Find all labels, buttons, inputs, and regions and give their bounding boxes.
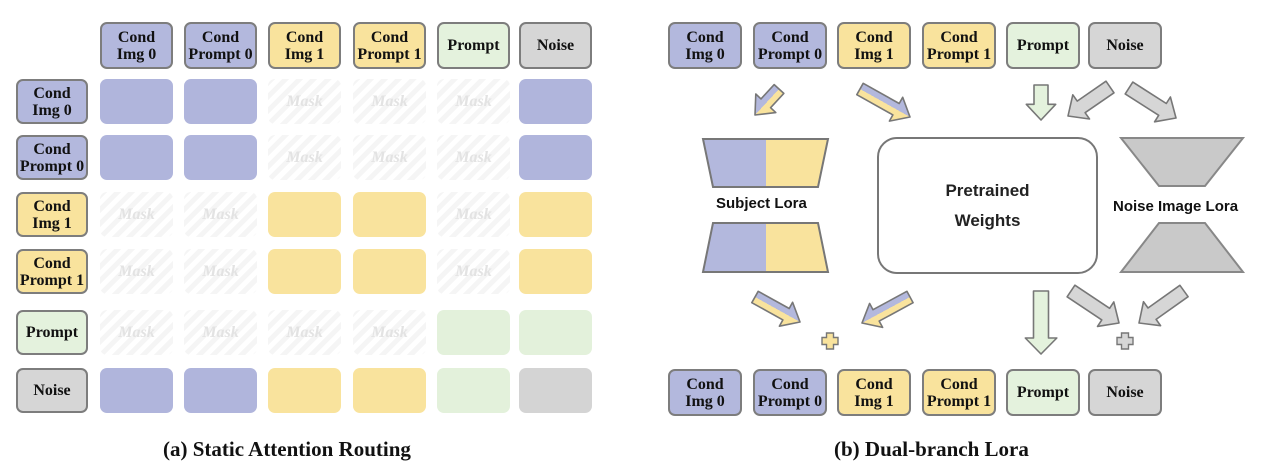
- mask-cell: Mask: [437, 135, 510, 180]
- attention-cell: [184, 79, 257, 124]
- attention-cell: [519, 368, 592, 413]
- col-header-cond-prompt-1: Cond Prompt 1: [353, 22, 426, 69]
- noise-lora-up: [1118, 222, 1246, 273]
- top-token-prompt: Prompt: [1006, 22, 1080, 69]
- noise-image-lora-label: Noise Image Lora: [1113, 198, 1239, 215]
- arrow-prompt-to-pretrained: [1025, 84, 1057, 121]
- arrow-subject-lora-to-plus: [750, 290, 801, 328]
- mask-cell: Mask: [100, 310, 173, 355]
- arrow-pretrained-to-noise-plus: [1066, 284, 1120, 328]
- bottom-token-cond-prompt-1: Cond Prompt 1: [922, 369, 996, 416]
- bottom-token-noise: Noise: [1088, 369, 1162, 416]
- mask-cell: Mask: [268, 135, 341, 180]
- top-token-cond-prompt-0: Cond Prompt 0: [753, 22, 827, 69]
- pretrained-weights-box: Pretrained Weights: [877, 137, 1098, 274]
- attention-cell: [519, 249, 592, 294]
- col-header-prompt: Prompt: [437, 22, 510, 69]
- mask-cell: Mask: [353, 79, 426, 124]
- subject-lora-up-outline: [701, 222, 830, 273]
- attention-cell: [353, 249, 426, 294]
- top-token-noise: Noise: [1088, 22, 1162, 69]
- attention-cell: [519, 310, 592, 355]
- plus-noise-sum: [1116, 332, 1134, 350]
- attention-cell: [268, 368, 341, 413]
- arrow-to-pretrained-from-cond: [855, 82, 911, 122]
- row-header-noise: Noise: [16, 368, 88, 413]
- arrow-pretrained-to-plus: [861, 290, 914, 329]
- caption-right: (b) Dual-branch Lora: [834, 437, 1029, 461]
- subject-lora-up-right: [766, 223, 828, 272]
- attention-cell: [100, 79, 173, 124]
- mask-cell: Mask: [437, 192, 510, 237]
- row-header-cond-img-1: Cond Img 1: [16, 192, 88, 237]
- mask-cell: Mask: [353, 135, 426, 180]
- top-token-cond-img-0: Cond Img 0: [668, 22, 742, 69]
- subject-lora-up-left: [703, 223, 766, 272]
- mask-cell: Mask: [353, 310, 426, 355]
- col-header-noise: Noise: [519, 22, 592, 69]
- bottom-token-cond-prompt-0: Cond Prompt 0: [753, 369, 827, 416]
- top-token-cond-prompt-1: Cond Prompt 1: [922, 22, 996, 69]
- mask-cell: Mask: [437, 79, 510, 124]
- row-header-prompt: Prompt: [16, 310, 88, 355]
- col-header-cond-prompt-0: Cond Prompt 0: [184, 22, 257, 69]
- attention-cell: [100, 135, 173, 180]
- attention-cell: [100, 368, 173, 413]
- attention-cell: [184, 135, 257, 180]
- mask-cell: Mask: [100, 192, 173, 237]
- subject-lora-down-left: [703, 139, 766, 187]
- mask-cell: Mask: [184, 249, 257, 294]
- plus-subject-sum: [821, 332, 839, 350]
- attention-cell: [519, 79, 592, 124]
- row-header-cond-prompt-0: Cond Prompt 0: [16, 135, 88, 180]
- col-header-cond-img-1: Cond Img 1: [268, 22, 341, 69]
- col-header-cond-img-0: Cond Img 0: [100, 22, 173, 69]
- top-token-cond-img-1: Cond Img 1: [837, 22, 911, 69]
- attention-cell: [268, 249, 341, 294]
- mask-cell: Mask: [268, 310, 341, 355]
- arrow-noise-lora-to-plus: [1138, 284, 1189, 327]
- bottom-token-cond-img-1: Cond Img 1: [837, 369, 911, 416]
- mask-cell: Mask: [100, 249, 173, 294]
- subject-lora-down-right: [766, 139, 828, 187]
- arrow-to-subject-lora-left: [754, 83, 785, 116]
- bottom-token-prompt: Prompt: [1006, 369, 1080, 416]
- arrow-noise-to-pretrained: [1067, 80, 1115, 120]
- mask-cell: Mask: [184, 310, 257, 355]
- mask-cell: Mask: [184, 192, 257, 237]
- row-header-cond-img-0: Cond Img 0: [16, 79, 88, 124]
- subject-lora-down-outline: [701, 138, 830, 188]
- attention-cell: [519, 192, 592, 237]
- bottom-token-cond-img-0: Cond Img 0: [668, 369, 742, 416]
- attention-cell: [437, 310, 510, 355]
- caption-left: (a) Static Attention Routing: [163, 437, 411, 461]
- attention-cell: [184, 368, 257, 413]
- noise-lora-down: [1118, 137, 1246, 187]
- attention-cell: [268, 192, 341, 237]
- mask-cell: Mask: [268, 79, 341, 124]
- attention-cell: [353, 368, 426, 413]
- subject-lora-label: Subject Lora: [716, 195, 807, 212]
- mask-cell: Mask: [437, 249, 510, 294]
- attention-cell: [437, 368, 510, 413]
- row-header-cond-prompt-1: Cond Prompt 1: [16, 249, 88, 294]
- attention-cell: [353, 192, 426, 237]
- attention-cell: [519, 135, 592, 180]
- arrow-noise-to-noise-lora: [1124, 81, 1177, 123]
- arrow-pretrained-to-prompt: [1024, 290, 1058, 355]
